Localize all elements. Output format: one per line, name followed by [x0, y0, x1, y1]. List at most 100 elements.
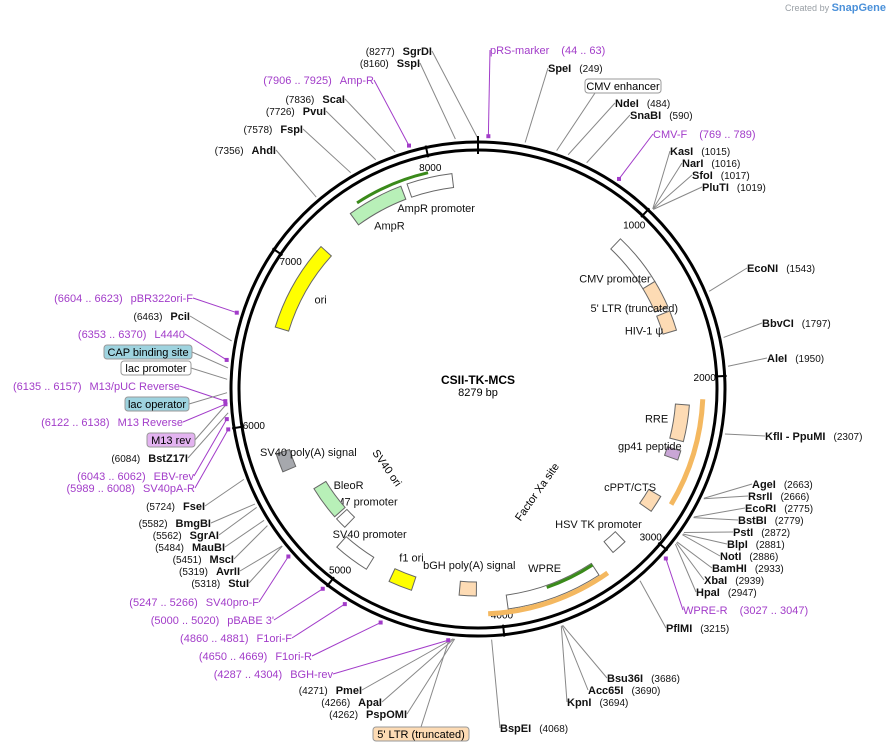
site-label-bspei[interactable]: BspEI(4068)	[500, 723, 568, 735]
site-label-pflmi[interactable]: PflMI(3215)	[666, 623, 729, 635]
site-label-acc65i[interactable]: Acc65I(3690)	[588, 685, 660, 697]
svg-text:(5562)SgrAI: (5562)SgrAI	[153, 530, 219, 542]
primer-label-amp-r[interactable]: (7906 .. 7925)Amp-R	[263, 75, 411, 148]
feature-rre[interactable]	[669, 403, 690, 443]
site-label-sfoi[interactable]: SfoI(1017)	[692, 170, 750, 182]
feature-cppt-cts[interactable]	[639, 488, 662, 512]
site-label-pspomi[interactable]: (4262)PspOMI	[329, 709, 407, 721]
primer-label-m13-reverse[interactable]: (6122 .. 6138)M13 Reverse	[41, 402, 228, 429]
label-box	[103, 344, 193, 360]
site-label-kpni[interactable]: KpnI(3694)	[567, 697, 628, 709]
site-label-nari[interactable]: NarI(1016)	[682, 158, 740, 170]
primer-label-sv40pa-r[interactable]: (5989 .. 6008)SV40pA-R	[67, 427, 231, 495]
site-label-bsu36i[interactable]: Bsu36I(3686)	[607, 673, 680, 685]
leader-line	[419, 62, 456, 140]
boxed-label-cap-binding-site[interactable]: CAP binding site	[103, 344, 193, 360]
site-label-bamhi[interactable]: BamHI(2933)	[712, 563, 784, 575]
site-label-kasi[interactable]: KasI(1015)	[670, 146, 730, 158]
site-label-sspi[interactable]: (8160)SspI	[360, 58, 420, 70]
site-label-bstbi[interactable]: BstBI(2779)	[738, 515, 804, 527]
boxed-label-5-ltr-truncated-[interactable]: 5' LTR (truncated)	[372, 726, 470, 742]
site-label-pluti[interactable]: PluTI(1019)	[702, 182, 766, 194]
primer-label-pbabe-3-[interactable]: (5000 .. 5020)pBABE 3'	[151, 586, 325, 627]
primer-leader-line	[487, 49, 491, 137]
site-label-kfli-ppumi[interactable]: KflI - PpuMI(2307)	[765, 431, 862, 443]
boxed-leader-line	[188, 392, 228, 405]
svg-text:(4650 .. 4669)F1ori-R: (4650 .. 4669)F1ori-R	[199, 651, 312, 663]
site-label-bbvci[interactable]: BbvCI(1797)	[762, 318, 831, 330]
feature-em7-promoter[interactable]	[335, 508, 356, 528]
site-label-hpai[interactable]: HpaI(2947)	[696, 587, 757, 599]
site-label-pcii[interactable]: (6463)PciI	[134, 311, 190, 323]
primer-label-wpre-r[interactable]: WPRE-R(3027 .. 3047)	[663, 556, 808, 617]
feature-label: 5' LTR (truncated)	[591, 303, 678, 315]
boxed-label-lac-operator[interactable]: lac operator	[124, 396, 190, 412]
site-label-noti-pos: (2886)	[749, 552, 778, 563]
primer-label-cmv-f[interactable]: CMV-F(769 .. 789)	[617, 129, 756, 181]
site-label-sgrai[interactable]: (5562)SgrAI	[153, 530, 219, 542]
site-label-alei[interactable]: AleI(1950)	[767, 353, 824, 365]
svg-text:NdeI(484): NdeI(484)	[615, 98, 670, 110]
feature-gp41-peptide[interactable]	[663, 446, 682, 461]
site-label-psti[interactable]: PstI(2872)	[733, 527, 790, 539]
feature-hsv-tk-promoter[interactable]	[603, 530, 626, 554]
svg-text:EcoRI(2775): EcoRI(2775)	[745, 503, 813, 515]
wpre-highlight-arc	[488, 570, 610, 617]
primer-label-pbr322ori-f-range: (6604 .. 6623)	[54, 293, 123, 305]
feature-label: ori	[315, 295, 327, 307]
svg-text:(7836)ScaI: (7836)ScaI	[285, 94, 345, 106]
site-label-ndei[interactable]: NdeI(484)	[615, 98, 670, 110]
primer-label-l4440[interactable]: (6353 .. 6370)L4440	[78, 329, 229, 362]
site-label-ecori[interactable]: EcoRI(2775)	[745, 503, 813, 515]
site-label-sgrdi[interactable]: (8277)SgrDI	[366, 46, 432, 58]
site-label-blpi[interactable]: BlpI(2881)	[727, 539, 785, 551]
feature-sv40-promoter[interactable]	[336, 535, 375, 570]
site-label-agei[interactable]: AgeI(2663)	[752, 479, 813, 491]
site-label-noti[interactable]: NotI(2886)	[720, 551, 778, 563]
site-label-xbai[interactable]: XbaI(2939)	[704, 575, 764, 587]
feature-label: SV40 promoter	[333, 529, 407, 541]
primer-label-ebv-rev[interactable]: (6043 .. 6062)EBV-rev	[77, 417, 229, 483]
primer-label-prs-marker[interactable]: pRS-marker(44 .. 63)	[486, 45, 605, 139]
site-label-pvui[interactable]: (7726)PvuI	[266, 106, 326, 118]
primer-label-bgh-rev-name: BGH-rev	[290, 669, 333, 681]
leader-line	[683, 531, 734, 534]
site-label-scai[interactable]: (7836)ScaI	[285, 94, 345, 106]
primer-label-f1ori-f[interactable]: (4860 .. 4881)F1ori-F	[180, 602, 347, 645]
boxed-label-lac-promoter[interactable]: lac promoter	[120, 360, 192, 376]
boxed-label-m13-rev[interactable]: M13 rev	[146, 432, 196, 448]
primer-label-cmv-f-name: CMV-F	[653, 129, 688, 141]
site-label-maubi[interactable]: (5484)MauBI	[155, 542, 225, 554]
site-label-rsrii[interactable]: RsrII(2666)	[748, 491, 809, 503]
site-label-ahdi[interactable]: (7356)AhdI	[215, 145, 276, 157]
feature-5-ltr-truncated-[interactable]	[642, 280, 669, 313]
feature-bleor[interactable]	[313, 480, 346, 518]
feature-sv40-poly-a-signal[interactable]	[275, 448, 297, 473]
site-label-apai[interactable]: (4266)ApaI	[321, 697, 382, 709]
primer-label-sv40pro-f[interactable]: (5247 .. 5266)SV40pro-F	[129, 554, 291, 609]
site-label-snabi[interactable]: SnaBI(590)	[630, 110, 693, 122]
primer-label-f1ori-r[interactable]: (4650 .. 4669)F1ori-R	[199, 620, 383, 663]
feature-ampr[interactable]	[349, 185, 407, 226]
site-label-msci[interactable]: (5451)MscI	[173, 554, 234, 566]
site-label-pmei[interactable]: (4271)PmeI	[299, 685, 362, 697]
brand-name: SnapGene	[831, 2, 886, 14]
primer-label-pbr322ori-f[interactable]: (6604 .. 6623)pBR322ori-F	[54, 293, 239, 315]
site-label-fsei[interactable]: (5724)FseI	[146, 501, 205, 513]
site-label-bmgbi[interactable]: (5582)BmgBI	[139, 518, 211, 530]
boxed-label-cmv-enhancer[interactable]: CMV enhancer	[584, 78, 662, 94]
feature-ori[interactable]	[274, 245, 333, 332]
feature-bgh-poly-a-signal[interactable]	[458, 580, 477, 597]
primer-label-bgh-rev[interactable]: (4287 .. 4304)BGH-rev	[214, 638, 451, 681]
primer-label-m13-puc-reverse[interactable]: (6135 .. 6157)M13/pUC Reverse	[13, 381, 228, 404]
site-label-spei[interactable]: SpeI(249)	[548, 63, 603, 75]
site-label-avrii[interactable]: (5319)AvrII	[179, 566, 240, 578]
site-label-fspi[interactable]: (7578)FspI	[243, 124, 303, 136]
site-label-stui[interactable]: (5318)StuI	[191, 578, 249, 590]
svg-text:(5000 .. 5020)pBABE 3': (5000 .. 5020)pBABE 3'	[151, 615, 274, 627]
feature-hiv-1-[interactable]	[656, 310, 678, 335]
site-label-econi[interactable]: EcoNI(1543)	[747, 263, 815, 275]
feature-f1-ori[interactable]	[388, 568, 417, 591]
site-label-bstz17i[interactable]: (6084)BstZ17I	[111, 453, 188, 465]
feature-ampr-promoter[interactable]	[406, 173, 455, 198]
